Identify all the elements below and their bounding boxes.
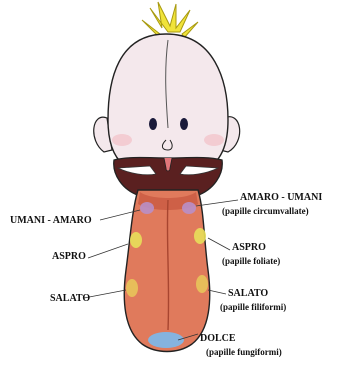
label-papille-circumvallate: (papille circumvallate) [222, 206, 309, 216]
label-amaro-umani-right: AMARO - UMANI [240, 192, 322, 203]
zone-amaro-umani-right [182, 202, 196, 214]
label-salato-left: SALATO [50, 293, 90, 304]
right-eye-icon [180, 118, 188, 130]
zone-salato-right [196, 275, 208, 293]
label-aspro-right: ASPRO [232, 242, 266, 253]
hair [142, 2, 198, 38]
left-eye-icon [149, 118, 157, 130]
label-papille-fungiformi: (papille fungiformi) [206, 347, 282, 357]
label-dolce: DOLCE [200, 333, 236, 344]
label-umani-amaro-left: UMANI - AMARO [10, 215, 92, 226]
zone-amaro-umani-left [140, 202, 154, 214]
label-aspro-left: ASPRO [52, 251, 86, 262]
zone-salato-left [126, 279, 138, 297]
zone-aspro-right [194, 228, 206, 244]
head [108, 34, 228, 172]
zone-aspro-left [130, 232, 142, 248]
label-salato-right: SALATO [228, 288, 268, 299]
label-papille-foliate: (papille foliate) [222, 256, 280, 266]
label-papille-filiformi: (papille filiformi) [220, 302, 286, 312]
